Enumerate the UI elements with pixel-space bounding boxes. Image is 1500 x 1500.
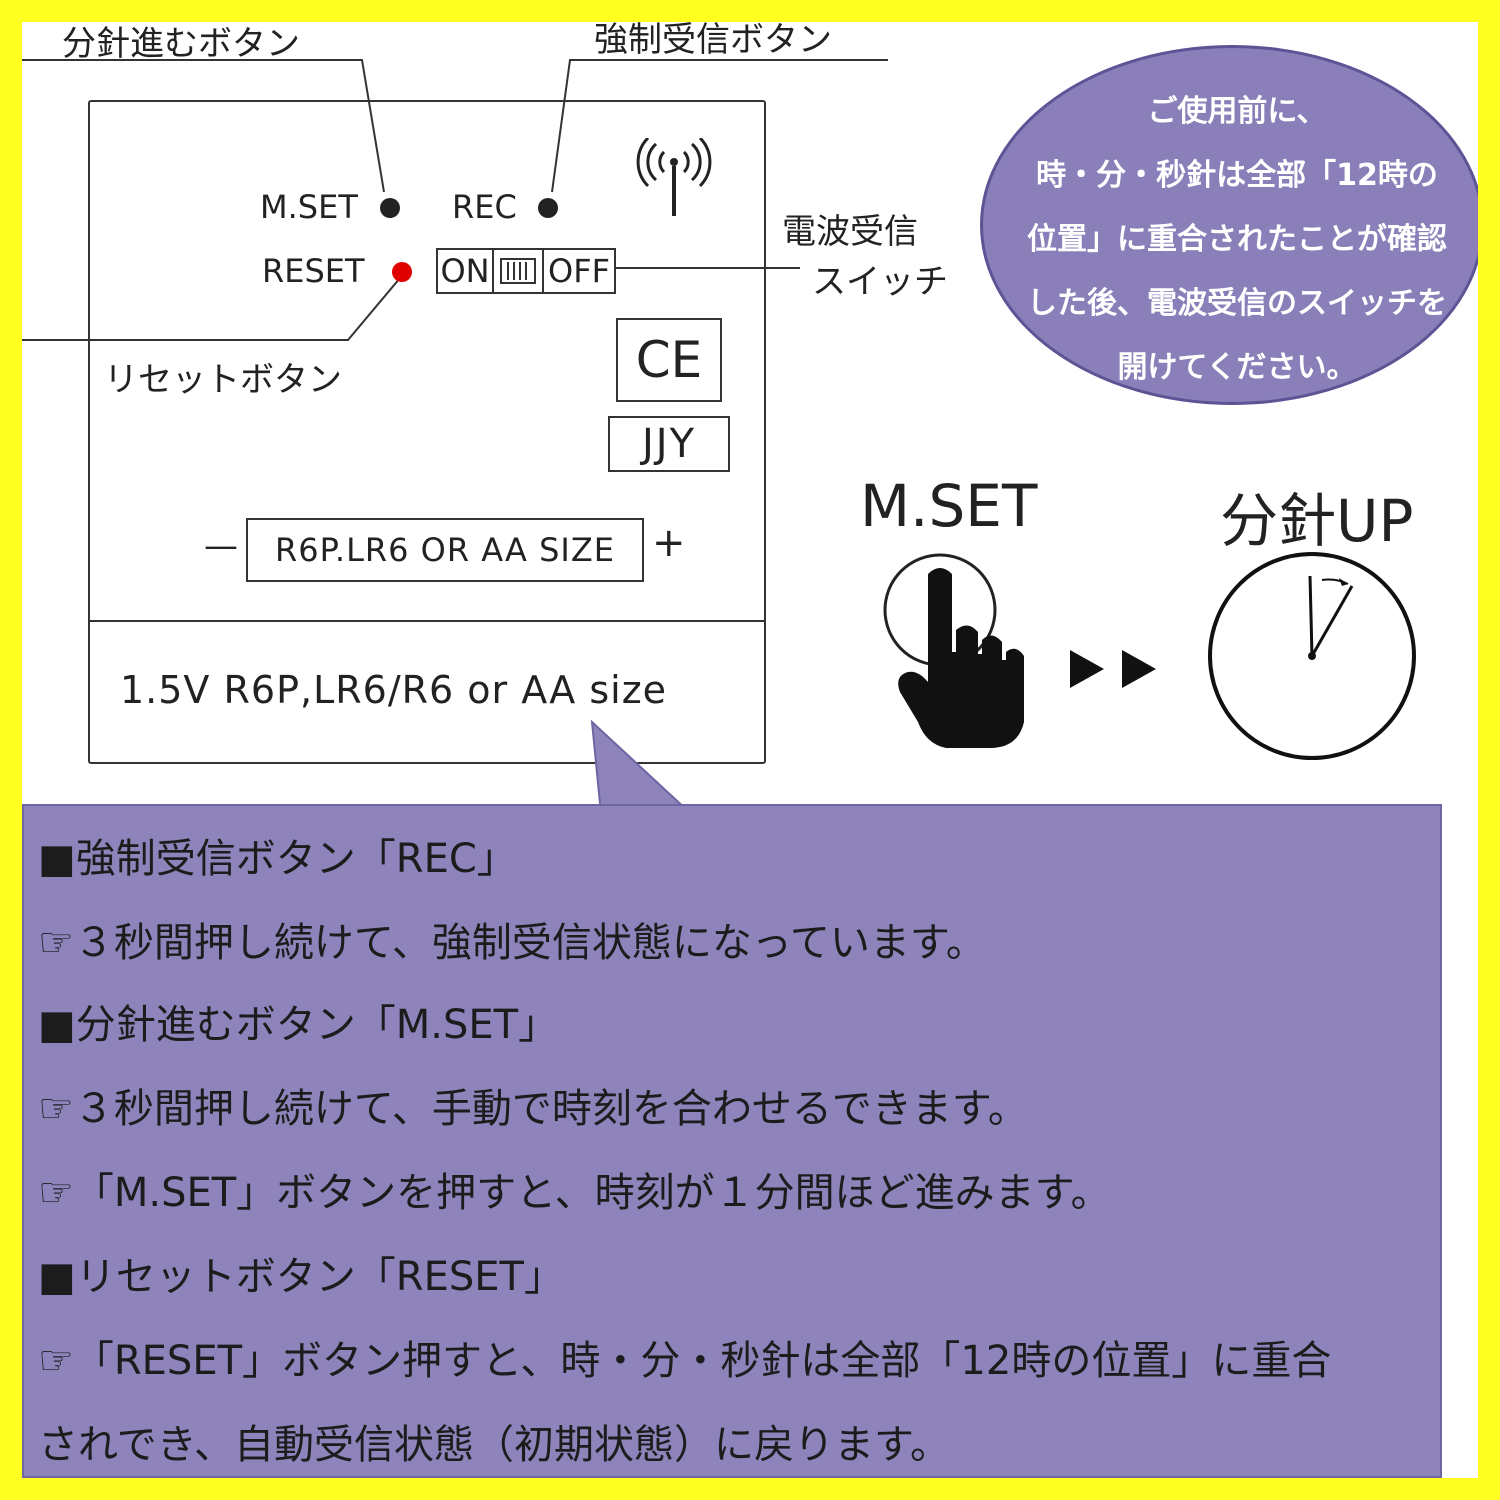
rec-leader-line bbox=[551, 59, 888, 193]
notice-line: ご使用前に、 bbox=[1147, 94, 1327, 129]
instruction-line: ☞「RESET」ボタン押すと、時・分・秒針は全部「12時の位置」に重合 bbox=[38, 1338, 1332, 1384]
antenna-icon bbox=[636, 138, 712, 216]
ce-mark: CE bbox=[616, 318, 722, 402]
radio-switch-label-line1: 電波受信 bbox=[782, 212, 918, 252]
mset-button-label: 分針進むボタン bbox=[62, 24, 300, 64]
instruction-line: されでき、自動受信状態（初期状態）に戻ります。 bbox=[38, 1422, 950, 1468]
notice-line: 開けてください。 bbox=[1117, 350, 1357, 385]
press-button-icon bbox=[883, 553, 1024, 748]
instructions-box: ■強制受信ボタン「REC」 ☞３秒間押し続けて、強制受信状態になっています。 ■… bbox=[22, 804, 1442, 1478]
notice-line: 位置」に重合されたことが確認 bbox=[1027, 222, 1447, 257]
battery-plus: + bbox=[652, 520, 686, 566]
rec-button-label: 強制受信ボタン bbox=[594, 22, 832, 60]
switch-slider[interactable] bbox=[494, 250, 544, 292]
panel-divider bbox=[90, 620, 764, 622]
radio-reception-switch[interactable]: ON OFF bbox=[436, 248, 616, 294]
mset-demo-label: M.SET bbox=[860, 472, 1038, 540]
clock-face-icon bbox=[1208, 552, 1416, 760]
clock-back-panel: M.SET REC RESET ON OFF CE JJY — R6P.LR6 … bbox=[88, 100, 766, 764]
mset-leader-line bbox=[22, 59, 385, 193]
radio-switch-label-line2: スイッチ bbox=[812, 262, 948, 302]
notice-text: ご使用前に、 時・分・秒針は全部「12時の 位置」に重合されたことが確認 した後… bbox=[997, 80, 1477, 400]
slider-grip-icon bbox=[500, 258, 536, 284]
instruction-line: ■分針進むボタン「M.SET」 bbox=[38, 1002, 559, 1048]
reset-leader-line bbox=[22, 277, 401, 341]
rec-button[interactable] bbox=[538, 198, 558, 218]
notice-line: した後、電波受信のスイッチを bbox=[1027, 286, 1447, 321]
battery-spec-footer: 1.5V R6P,LR6/R6 or AA size bbox=[120, 668, 668, 712]
instruction-line: ☞３秒間押し続けて、強制受信状態になっています。 bbox=[38, 920, 986, 966]
notice-line: 時・分・秒針は全部「12時の bbox=[1036, 158, 1438, 193]
mset-button[interactable] bbox=[380, 198, 400, 218]
reset-text: RESET bbox=[262, 252, 365, 290]
leader-lines bbox=[22, 59, 888, 341]
instruction-line: ☞３秒間押し続けて、手動で時刻を合わせるできます。 bbox=[38, 1086, 1028, 1132]
reset-button[interactable] bbox=[392, 262, 412, 282]
instruction-line: ■強制受信ボタン「REC」 bbox=[38, 836, 517, 882]
mset-text: M.SET bbox=[260, 188, 358, 226]
arrow-right-icon bbox=[1070, 650, 1156, 688]
battery-minus: — bbox=[204, 526, 238, 566]
switch-off-label: OFF bbox=[548, 252, 610, 290]
battery-compartment: R6P.LR6 OR AA SIZE bbox=[246, 518, 644, 582]
reset-button-label: リセットボタン bbox=[104, 360, 342, 400]
notice-bubble bbox=[980, 45, 1478, 405]
minute-up-label: 分針UP bbox=[1220, 487, 1414, 555]
instruction-line: ☞「M.SET」ボタンを押すと、時刻が１分間ほど進みます。 bbox=[38, 1170, 1111, 1216]
rec-text: REC bbox=[452, 188, 517, 226]
switch-on-label: ON bbox=[438, 250, 494, 292]
instruction-line: ■リセットボタン「RESET」 bbox=[38, 1254, 564, 1300]
jjy-mark: JJY bbox=[608, 416, 730, 472]
diagram-canvas: 分針進むボタン 強制受信ボタン リセットボタン 電波受信 スイッチ M.SET … bbox=[22, 22, 1478, 1478]
